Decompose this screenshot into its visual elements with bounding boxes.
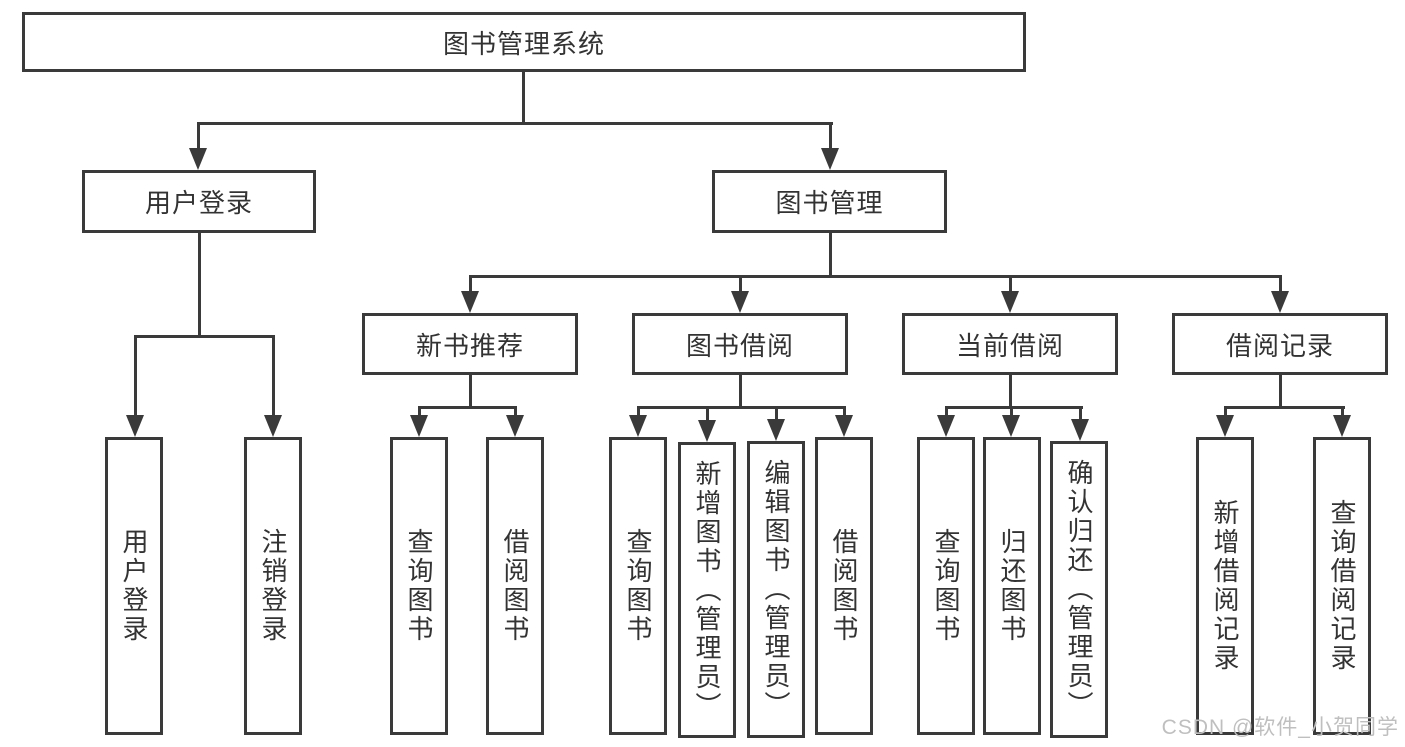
- connector-line: [945, 406, 948, 419]
- arrow-down-icon: [1216, 415, 1234, 437]
- connector-line: [739, 275, 742, 293]
- connector-line: [637, 406, 846, 409]
- connector-line: [1279, 375, 1282, 409]
- arrow-down-icon: [937, 415, 955, 437]
- connector-line: [945, 406, 1083, 409]
- node-label: 编辑图书（管理员）: [761, 459, 791, 720]
- node-new-book-recommend: 新书推荐: [362, 313, 578, 375]
- node-library-system: 图书管理系统: [22, 12, 1026, 72]
- leaf-confirm-return-admin: 确认归还（管理员）: [1050, 441, 1108, 738]
- arrow-down-icon: [126, 415, 144, 437]
- node-label: 查询图书: [404, 528, 434, 644]
- node-current-borrow: 当前借阅: [902, 313, 1118, 375]
- connector-line: [1009, 275, 1012, 293]
- leaf-borrow-books-recommend: 借阅图书: [486, 437, 544, 735]
- leaf-borrow-books-borrow: 借阅图书: [815, 437, 873, 735]
- connector-line: [272, 335, 275, 417]
- arrow-down-icon: [731, 291, 749, 313]
- node-book-management: 图书管理: [712, 170, 947, 233]
- node-label: 查询图书: [931, 528, 961, 644]
- node-label: 借阅记录: [1225, 330, 1334, 361]
- node-label: 借阅图书: [500, 528, 530, 644]
- leaf-add-borrow-record: 新增借阅记录: [1196, 437, 1254, 735]
- leaf-return-book: 归还图书: [983, 437, 1041, 735]
- arrow-down-icon: [189, 148, 207, 170]
- leaf-query-books-recommend: 查询图书: [390, 437, 448, 735]
- connector-line: [469, 275, 1282, 278]
- leaf-query-borrow-record: 查询借阅记录: [1313, 437, 1371, 735]
- node-borrow-records: 借阅记录: [1172, 313, 1388, 375]
- node-label: 用户登录: [119, 528, 149, 644]
- connector-line: [829, 233, 832, 278]
- connector-line: [829, 122, 832, 150]
- connector-line: [522, 70, 525, 125]
- node-label: 图书管理系统: [442, 28, 605, 59]
- node-label: 查询图书: [623, 528, 653, 644]
- arrow-down-icon: [821, 148, 839, 170]
- connector-line: [775, 406, 778, 422]
- connector-line: [134, 335, 137, 417]
- arrow-down-icon: [698, 420, 716, 442]
- arrow-down-icon: [1002, 415, 1020, 437]
- node-user-login: 用户登录: [82, 170, 316, 233]
- connector-line: [1341, 406, 1344, 419]
- connector-line: [1010, 406, 1013, 419]
- arrow-down-icon: [1001, 291, 1019, 313]
- node-label: 新书推荐: [415, 330, 524, 361]
- arrow-down-icon: [506, 415, 524, 437]
- connector-line: [197, 122, 833, 125]
- leaf-query-books-current: 查询图书: [917, 437, 975, 735]
- arrow-down-icon: [835, 415, 853, 437]
- node-label: 图书管理: [775, 188, 884, 218]
- arrow-down-icon: [767, 419, 785, 441]
- node-label: 注销登录: [258, 528, 288, 644]
- leaf-user-login: 用户登录: [105, 437, 163, 735]
- arrow-down-icon: [264, 415, 282, 437]
- leaf-logout: 注销登录: [244, 437, 302, 735]
- connector-line: [843, 406, 846, 419]
- connector-line: [469, 275, 472, 293]
- watermark-text: CSDN @软件_小贺同学: [1161, 716, 1399, 739]
- arrow-down-icon: [629, 415, 647, 437]
- node-label: 用户登录: [144, 188, 253, 218]
- connector-line: [1224, 406, 1345, 409]
- leaf-add-book-admin: 新增图书（管理员）: [678, 442, 736, 738]
- node-label: 当前借阅: [955, 330, 1064, 361]
- leaf-query-books-borrow: 查询图书: [609, 437, 667, 735]
- leaf-edit-book-admin: 编辑图书（管理员）: [747, 441, 805, 738]
- connector-line: [1009, 375, 1012, 409]
- arrow-down-icon: [410, 415, 428, 437]
- connector-line: [198, 233, 201, 338]
- connector-line: [514, 406, 517, 419]
- connector-line: [1279, 275, 1282, 293]
- arrow-down-icon: [1271, 291, 1289, 313]
- connector-line: [1224, 406, 1227, 419]
- node-label: 确认归还（管理员）: [1064, 459, 1094, 720]
- connector-line: [197, 122, 200, 150]
- connector-line: [418, 406, 421, 419]
- node-label: 图书借阅: [685, 330, 794, 361]
- arrow-down-icon: [461, 291, 479, 313]
- node-label: 新增借阅记录: [1210, 499, 1240, 673]
- arrow-down-icon: [1333, 415, 1351, 437]
- connector-line: [134, 335, 275, 338]
- arrow-down-icon: [1071, 419, 1089, 441]
- node-label: 新增图书（管理员）: [692, 459, 722, 721]
- connector-line: [469, 375, 472, 409]
- connector-line: [1079, 406, 1082, 422]
- connector-line: [706, 406, 709, 422]
- node-label: 查询借阅记录: [1327, 499, 1357, 673]
- connector-line: [637, 406, 640, 419]
- node-book-borrow: 图书借阅: [632, 313, 848, 375]
- connector-line: [739, 375, 742, 409]
- node-label: 借阅图书: [829, 528, 859, 644]
- connector-line: [418, 406, 517, 409]
- node-label: 归还图书: [997, 528, 1027, 644]
